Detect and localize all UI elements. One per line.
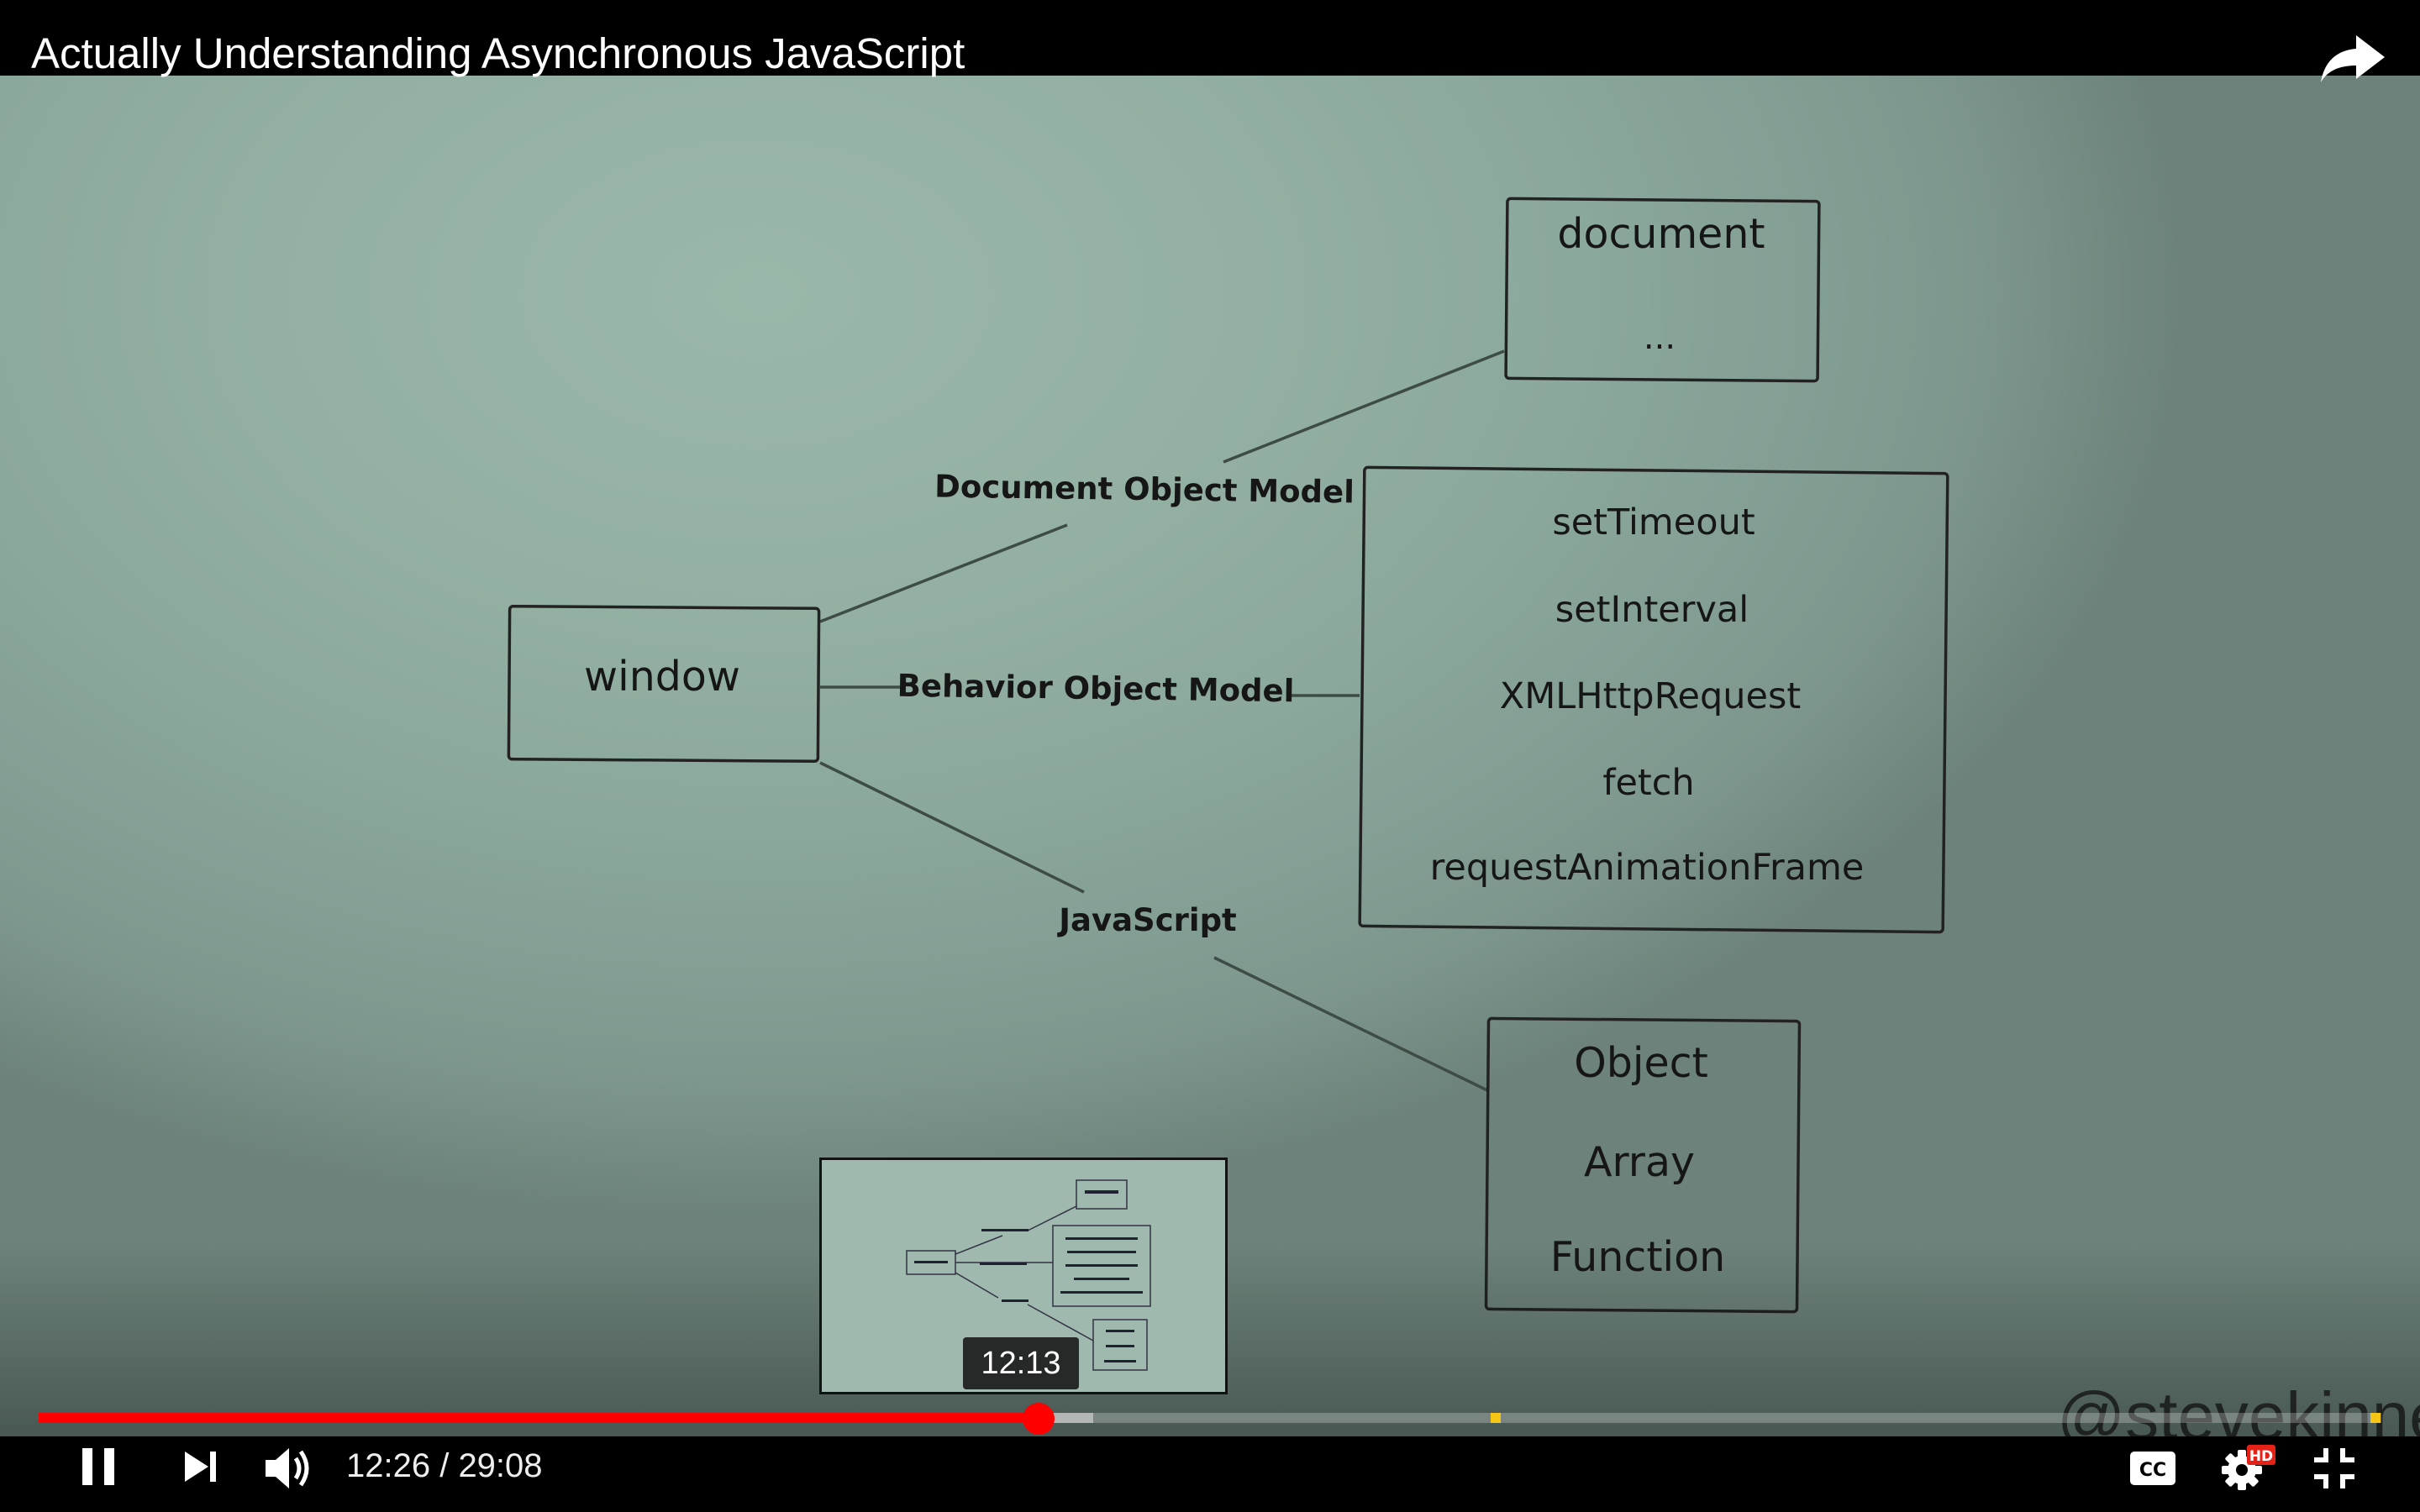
control-bar bbox=[0, 1436, 2420, 1512]
title-bar: Actually Understanding Asynchronous Java… bbox=[0, 0, 2420, 82]
share-arrow-icon[interactable] bbox=[2319, 32, 2386, 86]
settimeout-item: setTimeout bbox=[1552, 501, 1754, 543]
next-icon[interactable] bbox=[183, 1448, 220, 1485]
connector-line bbox=[819, 523, 1068, 623]
xmlhttprequest-item: XMLHttpRequest bbox=[1500, 675, 1802, 717]
svg-text:CC: CC bbox=[2139, 1460, 2166, 1481]
window-label: window bbox=[584, 653, 740, 701]
document-ellipsis: ... bbox=[1644, 318, 1676, 357]
document-box bbox=[1504, 197, 1821, 383]
chapter-marker bbox=[2370, 1413, 2381, 1423]
time-display: 12:26 / 29:08 bbox=[346, 1447, 543, 1484]
progress-bar[interactable] bbox=[39, 1403, 2381, 1435]
preview-timestamp: 12:13 bbox=[963, 1337, 1079, 1389]
video-title[interactable]: Actually Understanding Asynchronous Java… bbox=[31, 29, 965, 77]
array-item: Array bbox=[1584, 1138, 1695, 1186]
function-item: Function bbox=[1550, 1233, 1725, 1281]
dom-label: Document Object Model bbox=[934, 469, 1355, 511]
scrubber-handle[interactable] bbox=[1023, 1403, 1055, 1435]
gear-icon[interactable]: HD bbox=[2218, 1443, 2275, 1494]
javascript-box bbox=[1484, 1016, 1802, 1314]
requestanimationframe-item: requestAnimationFrame bbox=[1430, 847, 1865, 889]
progress-track[interactable] bbox=[39, 1403, 2381, 1435]
fetch-item: fetch bbox=[1602, 762, 1694, 804]
cc-icon[interactable]: CC bbox=[2129, 1450, 2176, 1487]
window-box bbox=[507, 604, 821, 764]
connector-line bbox=[819, 761, 1085, 894]
volume-icon[interactable] bbox=[264, 1443, 316, 1494]
progress-played bbox=[39, 1413, 1039, 1423]
document-item: document bbox=[1557, 210, 1765, 258]
pause-icon[interactable] bbox=[79, 1446, 119, 1487]
chapter-marker bbox=[1490, 1413, 1501, 1423]
object-item: Object bbox=[1574, 1039, 1708, 1087]
hd-badge: HD bbox=[2249, 1448, 2273, 1465]
javascript-label: JavaScript bbox=[1056, 902, 1237, 938]
connector-line bbox=[1223, 349, 1505, 464]
bom-label: Behavior Object Model bbox=[897, 668, 1294, 710]
bom-box bbox=[1358, 465, 1949, 934]
connector-line bbox=[1213, 956, 1488, 1092]
setinterval-item: setInterval bbox=[1555, 589, 1749, 631]
exit-fullscreen-icon[interactable] bbox=[2312, 1446, 2356, 1490]
